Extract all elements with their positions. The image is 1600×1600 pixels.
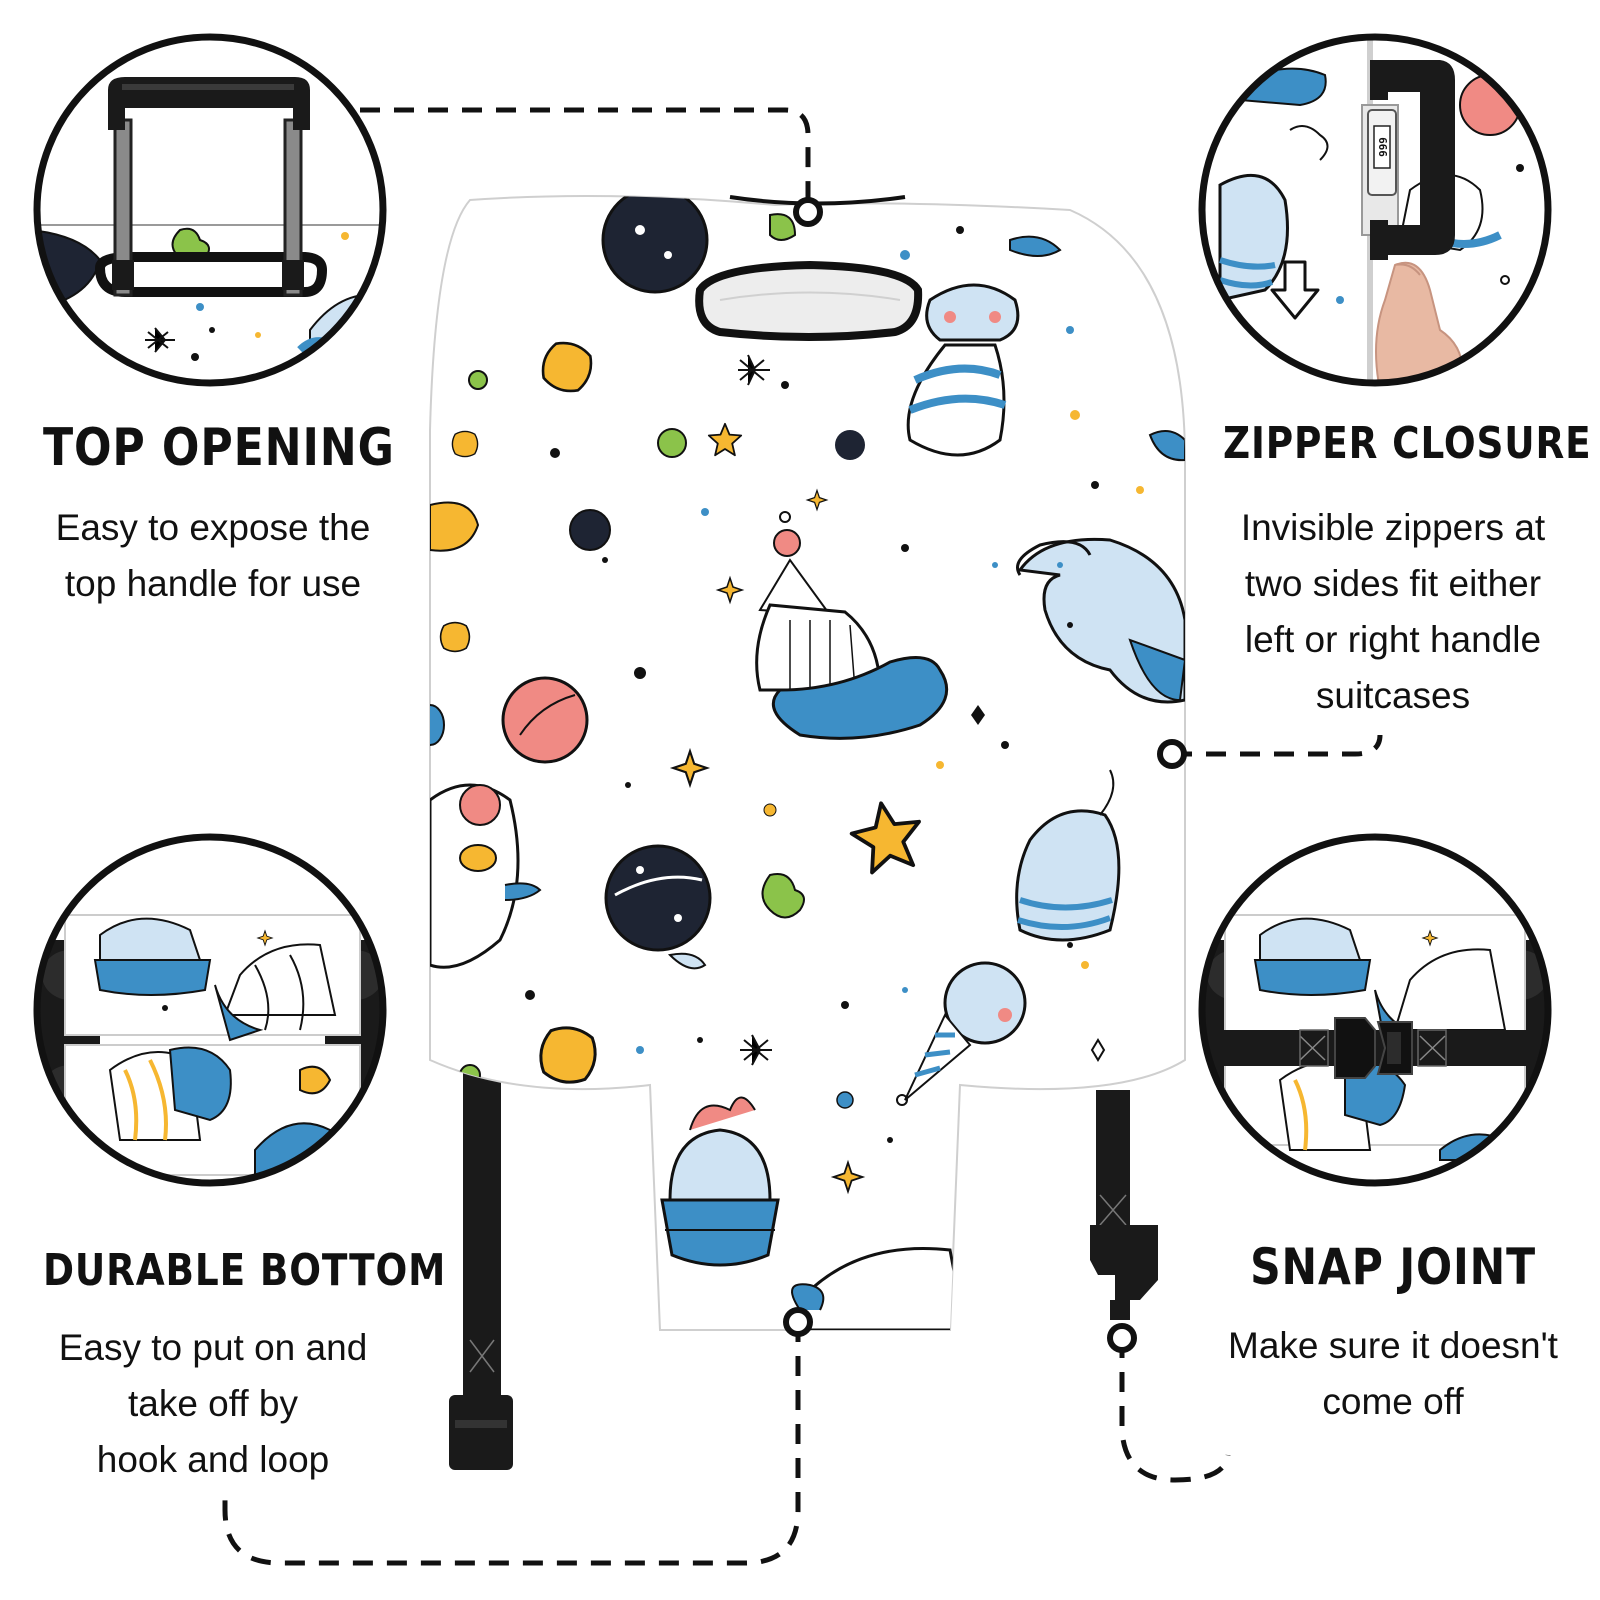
detail-circle-top-opening (33, 33, 387, 387)
zipper-closure-title: ZIPPER CLOSURE (1223, 418, 1592, 469)
top-opening-description: Easy to expose the top handle for use (13, 500, 413, 612)
right-strap (1090, 1090, 1158, 1320)
durable-bottom-desc-line: Easy to put on and (58, 1327, 368, 1368)
snap-joint-description: Make sure it doesn't come off (1193, 1318, 1593, 1430)
left-strap (449, 1070, 513, 1470)
snap-joint-desc-line: come off (1322, 1381, 1464, 1422)
arrow-down-icon (1270, 260, 1320, 320)
luggage-cover (429, 195, 1186, 1470)
buckle-icon (1202, 1017, 1548, 1079)
detail-circle-snap-joint (1198, 833, 1552, 1187)
detail-circle-zipper-closure: 666 (1198, 33, 1552, 387)
zipper-closure-desc-line: left or right handle (1244, 619, 1542, 660)
top-opening-desc-line: Easy to expose the (55, 507, 371, 548)
lock-dial-text: 666 (1376, 137, 1389, 157)
zipper-closure-description: Invisible zippers at two sides fit eithe… (1193, 500, 1593, 724)
top-opening-desc-line: top handle for use (64, 563, 362, 604)
connector-dots (783, 197, 1187, 1353)
zipper-lock: 666 (1367, 109, 1397, 196)
zipper-closure-desc-line: two sides fit either (1244, 563, 1542, 604)
durable-bottom-description: Easy to put on and take off by hook and … (13, 1320, 413, 1488)
zipper-closure-desc-line: suitcases (1315, 675, 1471, 716)
durable-bottom-desc-line: take off by (127, 1383, 299, 1424)
durable-bottom-title: DURABLE BOTTOM (43, 1245, 447, 1296)
top-opening-title: TOP OPENING (43, 418, 395, 478)
durable-bottom-desc-line: hook and loop (96, 1439, 330, 1480)
snap-joint-desc-line: Make sure it doesn't (1228, 1325, 1558, 1366)
space-pattern (430, 196, 1185, 1330)
connector-lines (222, 107, 1383, 1566)
snap-joint-title: SNAP JOINT (1250, 1238, 1536, 1296)
zipper-closure-desc-line: Invisible zippers at (1240, 507, 1546, 548)
trolley-handle-icon (108, 77, 310, 297)
detail-circle-durable-bottom (33, 833, 387, 1187)
